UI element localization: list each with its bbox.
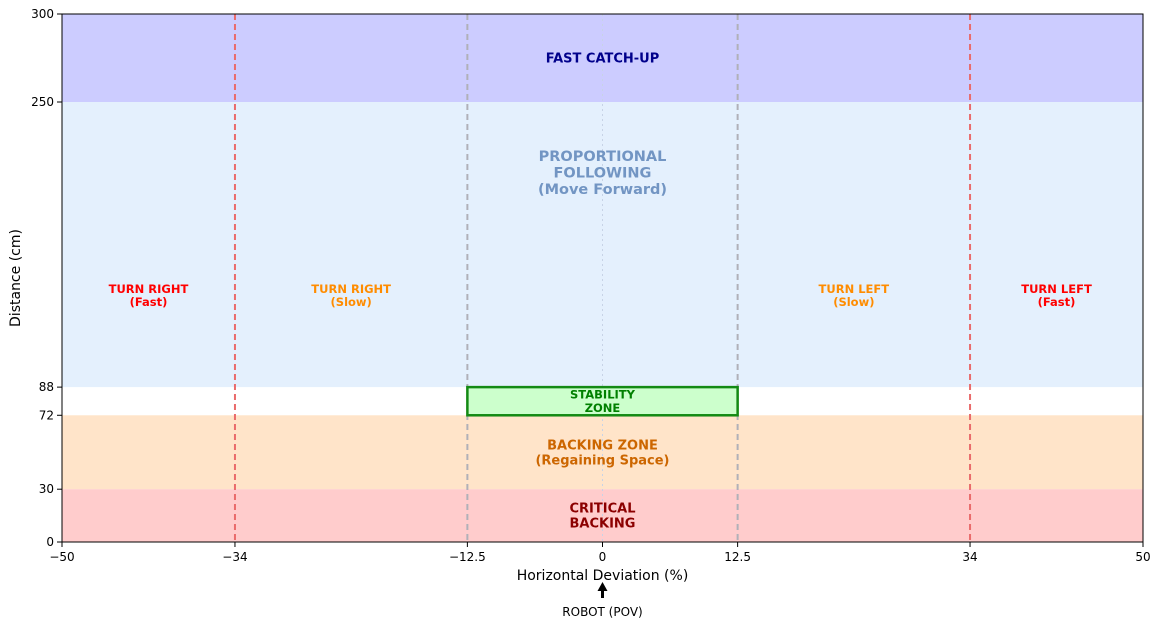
y-tick-label: 0 <box>46 535 54 549</box>
axes: −50 −34 −12.5 0 12.5 34 50 0 30 72 88 250 300 <box>31 7 1151 564</box>
annotation-turn-right-fast: TURN RIGHT(Fast) <box>109 282 189 309</box>
annotation-line: TURN LEFT <box>1021 282 1092 296</box>
annotation-line: FAST CATCH-UP <box>546 52 660 67</box>
annotation-line: (Slow) <box>331 295 372 309</box>
y-tick-label: 72 <box>39 408 54 422</box>
annotation-line: (Regaining Space) <box>535 453 669 468</box>
robot-marker: ROBOT (POV) <box>562 582 643 619</box>
stability-zone-box <box>466 385 739 417</box>
x-tick-label: 0 <box>599 550 607 564</box>
annotation-line: ZONE <box>585 401 621 415</box>
y-axis-label: Distance (cm) <box>8 229 24 327</box>
x-tick-label: −50 <box>49 550 74 564</box>
robot-label: ROBOT (POV) <box>562 605 642 619</box>
x-tick-label: −12.5 <box>449 550 486 564</box>
y-tick-label: 88 <box>39 380 54 394</box>
y-tick-label: 250 <box>31 95 54 109</box>
annotation-turn-left-slow: TURN LEFT(Slow) <box>819 282 890 309</box>
x-axis-label: Horizontal Deviation (%) <box>517 568 689 584</box>
zone-band-0 <box>62 14 1143 102</box>
annotation-backing-zone: BACKING ZONE(Regaining Space) <box>535 438 669 468</box>
annotation-line: TURN LEFT <box>819 282 890 296</box>
annotation-line: CRITICAL <box>570 502 636 517</box>
x-tick-label: 50 <box>1135 550 1150 564</box>
zone-band-2 <box>62 415 1143 490</box>
annotation-fast-catch-up: FAST CATCH-UP <box>546 52 660 67</box>
annotation-line: BACKING ZONE <box>547 438 658 453</box>
up-arrow-icon <box>597 582 608 598</box>
y-tick-label: 300 <box>31 7 54 21</box>
annotation-line: STABILITY <box>570 388 636 402</box>
y-tick-label: 30 <box>39 482 54 496</box>
zone-boundaries <box>233 14 972 542</box>
annotation-line: TURN RIGHT <box>311 282 391 296</box>
annotation-line: PROPORTIONAL <box>539 149 667 165</box>
annotation-line: (Move Forward) <box>538 182 667 198</box>
annotation-line: (Fast) <box>1038 295 1076 309</box>
annotation-line: TURN RIGHT <box>109 282 189 296</box>
annotation-line: BACKING <box>570 517 636 532</box>
x-tick-label: 34 <box>962 550 977 564</box>
annotation-line: (Fast) <box>130 295 168 309</box>
annotation-line: FOLLOWING <box>554 165 652 181</box>
annotation-turn-right-slow: TURN RIGHT(Slow) <box>311 282 391 309</box>
x-tick-label: −34 <box>222 550 247 564</box>
annotation-turn-left-fast: TURN LEFT(Fast) <box>1021 282 1092 309</box>
stability-rect <box>466 385 739 417</box>
annotation-line: (Slow) <box>833 295 874 309</box>
x-tick-label: 12.5 <box>724 550 751 564</box>
